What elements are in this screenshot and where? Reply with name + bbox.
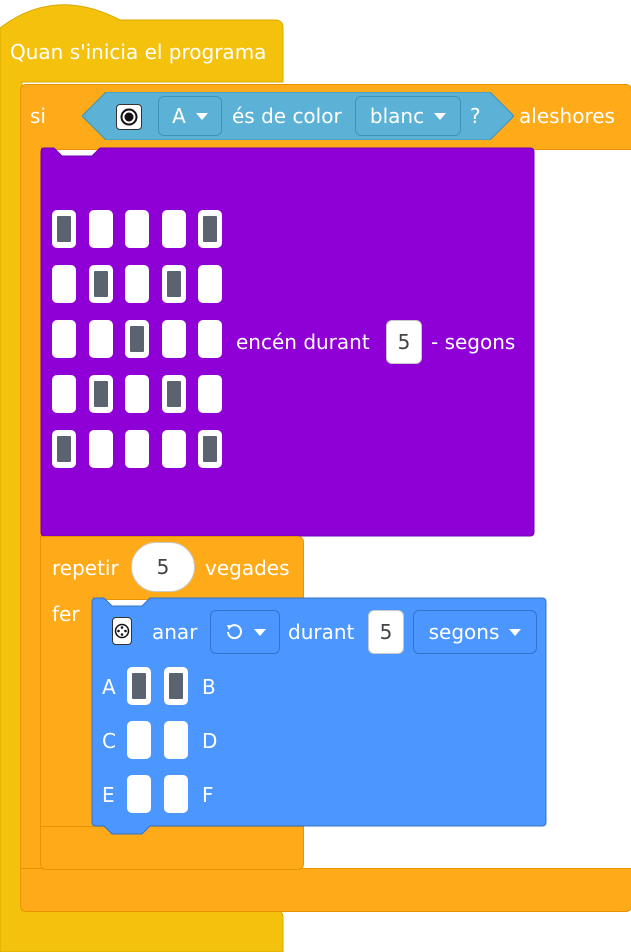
matrix-pixel[interactable] bbox=[161, 210, 186, 248]
motor-hub-icon bbox=[112, 617, 132, 645]
matrix-pixel[interactable] bbox=[198, 265, 222, 303]
matrix-pixel[interactable] bbox=[88, 210, 113, 248]
unit-dropdown-value: segons bbox=[428, 620, 500, 644]
chevron-down-icon bbox=[254, 628, 266, 636]
light-label: encén durant bbox=[236, 330, 370, 354]
direction-dropdown[interactable] bbox=[210, 610, 280, 654]
move-seconds-input[interactable]: 5 bbox=[368, 610, 404, 654]
color-dropdown[interactable]: blanc bbox=[355, 96, 461, 136]
unit-dropdown[interactable]: segons bbox=[413, 610, 537, 654]
repeat-times-label: vegades bbox=[205, 556, 290, 580]
then-label: aleshores bbox=[519, 104, 615, 128]
matrix-pixel[interactable] bbox=[198, 430, 222, 468]
port-cell[interactable] bbox=[127, 667, 151, 705]
condition-label: és de color bbox=[232, 104, 342, 128]
matrix-pixel[interactable] bbox=[88, 320, 113, 358]
matrix-pixel[interactable] bbox=[161, 320, 186, 358]
port-dropdown[interactable]: A bbox=[158, 96, 222, 136]
port-label-left: E bbox=[102, 783, 115, 807]
light-seconds-input[interactable]: 5 bbox=[386, 320, 422, 364]
move-label: anar bbox=[152, 620, 198, 644]
repeat-block-footer bbox=[40, 826, 304, 870]
during-label: durant bbox=[288, 620, 355, 644]
matrix-pixel[interactable] bbox=[125, 375, 149, 413]
matrix-pixel[interactable] bbox=[88, 430, 113, 468]
port-label-right: D bbox=[202, 729, 218, 753]
port-cell[interactable] bbox=[127, 721, 151, 759]
matrix-pixel[interactable] bbox=[198, 210, 222, 248]
matrix-pixel[interactable] bbox=[198, 375, 222, 413]
matrix-pixel[interactable] bbox=[52, 265, 76, 303]
port-row: C D bbox=[100, 717, 230, 763]
port-row: E F bbox=[100, 771, 230, 817]
repeat-count-input[interactable]: 5 bbox=[131, 542, 195, 592]
port-label-left: A bbox=[102, 675, 116, 699]
port-label-left: C bbox=[102, 729, 116, 753]
color-sensor-icon bbox=[116, 104, 142, 130]
matrix-pixel[interactable] bbox=[125, 430, 149, 468]
matrix-pixel[interactable] bbox=[125, 320, 149, 358]
repeat-block-arm bbox=[40, 596, 94, 828]
matrix-pixel[interactable] bbox=[52, 375, 76, 413]
question-mark: ? bbox=[470, 104, 481, 128]
port-cell[interactable] bbox=[164, 775, 188, 813]
move-block[interactable] bbox=[90, 596, 548, 838]
matrix-pixel[interactable] bbox=[198, 320, 222, 358]
event-block-shape bbox=[0, 4, 284, 952]
port-row: A B bbox=[100, 663, 230, 709]
chevron-down-icon bbox=[509, 628, 522, 636]
matrix-pixel[interactable] bbox=[125, 210, 149, 248]
if-block-arm bbox=[20, 146, 42, 872]
port-label-right: F bbox=[202, 783, 214, 807]
matrix-pixel[interactable] bbox=[161, 430, 186, 468]
port-cell[interactable] bbox=[127, 775, 151, 813]
matrix-pixel[interactable] bbox=[125, 265, 149, 303]
matrix-pixel[interactable] bbox=[52, 210, 76, 248]
port-dropdown-value: A bbox=[172, 104, 186, 128]
port-cell[interactable] bbox=[164, 667, 188, 705]
chevron-down-icon bbox=[434, 112, 447, 120]
chevron-down-icon bbox=[195, 112, 208, 120]
event-stack[interactable]: Quan s'inicia el programa bbox=[0, 0, 284, 952]
matrix-pixel[interactable] bbox=[52, 320, 76, 358]
matrix-pixel[interactable] bbox=[88, 375, 113, 413]
if-block-footer bbox=[20, 868, 631, 912]
port-cell[interactable] bbox=[164, 721, 188, 759]
repeat-label: repetir bbox=[52, 556, 119, 580]
hat-label: Quan s'inicia el programa bbox=[10, 40, 267, 64]
port-label-right: B bbox=[202, 675, 216, 699]
light-unit-label: - segons bbox=[431, 330, 516, 354]
color-dropdown-value: blanc bbox=[369, 104, 425, 128]
matrix-pixel[interactable] bbox=[161, 265, 186, 303]
rotate-ccw-icon bbox=[227, 624, 242, 640]
do-label: fer bbox=[52, 602, 80, 626]
light-matrix[interactable] bbox=[52, 210, 228, 476]
if-label: si bbox=[30, 104, 46, 128]
matrix-pixel[interactable] bbox=[161, 375, 186, 413]
matrix-pixel[interactable] bbox=[88, 265, 113, 303]
matrix-pixel[interactable] bbox=[52, 430, 76, 468]
